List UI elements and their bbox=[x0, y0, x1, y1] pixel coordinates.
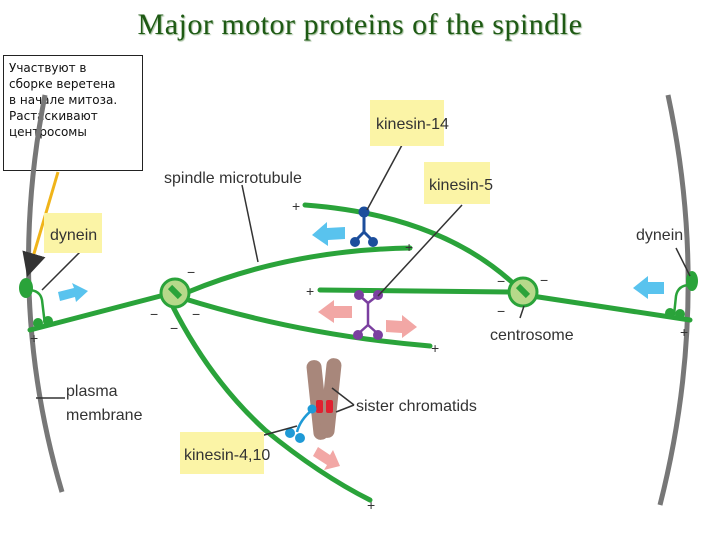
label-box-kinesin5 bbox=[424, 162, 490, 204]
label-box-kinesin14 bbox=[370, 100, 444, 146]
microtubule bbox=[169, 302, 373, 503]
plus-sign: + bbox=[292, 198, 300, 214]
note-line: Растаскивают bbox=[9, 109, 98, 123]
kinesin-5-motor bbox=[353, 290, 383, 340]
note-line: Участвуют в bbox=[9, 61, 87, 75]
label-kinesin-14: kinesin-14 bbox=[376, 116, 449, 133]
label-kinesin-5: kinesin-5 bbox=[429, 177, 493, 194]
leader-line bbox=[675, 247, 691, 277]
centrosome-right bbox=[507, 276, 539, 308]
label-kinesin-4-10: kinesin-4,10 bbox=[184, 447, 270, 464]
arrow-kinesin5-left bbox=[318, 300, 352, 323]
plus-sign: + bbox=[431, 340, 439, 356]
kinesin-4-10-motor bbox=[285, 404, 317, 443]
plus-sign: + bbox=[680, 324, 688, 340]
plus-sign: + bbox=[405, 239, 413, 255]
arrow-dynein-left bbox=[58, 283, 88, 302]
microtubule bbox=[529, 293, 693, 323]
leader-line bbox=[241, 184, 259, 263]
microtubule bbox=[179, 295, 433, 349]
dynein-right-motor bbox=[665, 271, 698, 319]
microtubule bbox=[27, 290, 175, 333]
label-sister-chromatids: sister chromatids bbox=[356, 398, 477, 415]
plus-sign: + bbox=[367, 497, 375, 513]
minus-sign: − bbox=[497, 303, 505, 319]
arrow-kinesin410 bbox=[313, 447, 340, 470]
leader-line bbox=[335, 404, 355, 413]
minus-sign: − bbox=[187, 264, 195, 280]
microtubule bbox=[185, 245, 413, 295]
note-line: сборке веретена bbox=[9, 77, 116, 91]
note-line: в начале митоза. bbox=[9, 93, 118, 107]
plasma-membrane-right bbox=[657, 94, 691, 506]
microtubule bbox=[302, 202, 518, 288]
label-plasma: plasma bbox=[66, 383, 118, 400]
plus-sign: + bbox=[30, 330, 38, 346]
label-box-dynein-left bbox=[44, 213, 102, 253]
arrow-dynein-right bbox=[633, 276, 664, 299]
note-line: центросомы bbox=[9, 125, 87, 139]
plus-sign: + bbox=[306, 283, 314, 299]
note-pointer-arrow bbox=[22, 171, 60, 277]
leader-line bbox=[519, 305, 525, 319]
label-spindle-microtubule: spindle microtubule bbox=[164, 170, 302, 187]
minus-sign: − bbox=[497, 273, 505, 289]
slide-title: Major motor proteins of the spindle bbox=[137, 8, 583, 41]
note-box: Участвуют в сборке веретена в начале мит… bbox=[3, 55, 143, 171]
leader-line bbox=[331, 387, 355, 406]
arrow-kinesin14 bbox=[312, 222, 345, 246]
sister-chromatids-shape bbox=[306, 358, 342, 440]
leader-line bbox=[41, 249, 83, 291]
label-membrane: membrane bbox=[66, 407, 143, 424]
microtubule bbox=[317, 287, 515, 295]
kinesin-14-motor bbox=[350, 206, 378, 247]
minus-sign: − bbox=[150, 306, 158, 322]
plasma-membrane-left bbox=[26, 94, 65, 493]
centrosome-left bbox=[159, 277, 191, 309]
minus-sign: − bbox=[170, 320, 178, 336]
minus-sign: − bbox=[192, 306, 200, 322]
label-dynein-left: dynein bbox=[50, 227, 97, 244]
arrow-kinesin5-right bbox=[386, 315, 417, 338]
minus-sign: − bbox=[540, 272, 548, 288]
leader-line bbox=[377, 204, 463, 297]
label-dynein-right: dynein bbox=[636, 227, 683, 244]
label-centrosome: centrosome bbox=[490, 327, 574, 344]
dynein-left-motor bbox=[19, 278, 53, 328]
leader-line bbox=[366, 144, 403, 211]
label-box-kinesin410 bbox=[180, 432, 264, 474]
